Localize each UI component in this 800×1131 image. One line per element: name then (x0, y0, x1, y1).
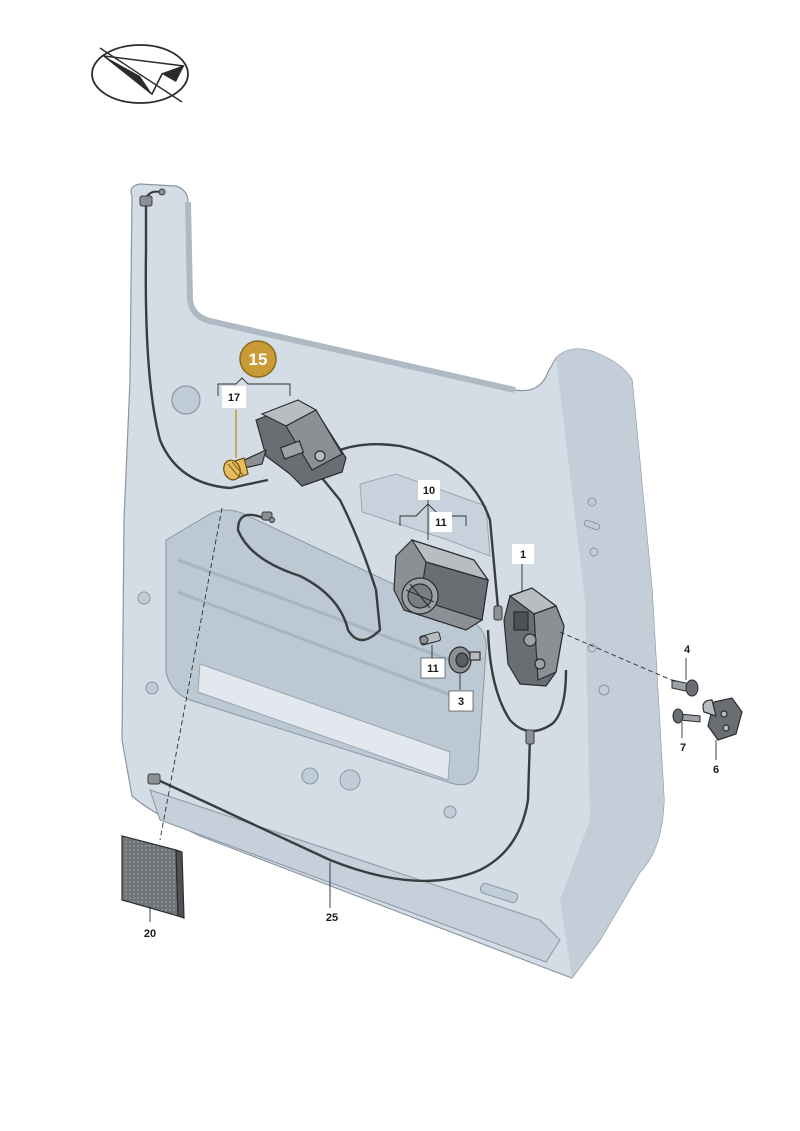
callout-6: 6 (705, 760, 727, 778)
callout-10-label: 10 (423, 485, 435, 497)
door-inner-panel (121, 183, 665, 979)
callout-25-label: 25 (326, 912, 338, 924)
cables (144, 190, 568, 883)
cable-end-fittings (139, 188, 535, 785)
callout-1: 1 (512, 544, 534, 564)
door-lock-1 (503, 587, 565, 687)
callout-1-label: 1 (520, 549, 526, 561)
callout-17-label: 17 (228, 392, 240, 404)
callout-7: 7 (672, 738, 694, 756)
callout-6-label: 6 (713, 764, 719, 776)
striker-plate-6 (702, 697, 743, 741)
callout-4: 4 (676, 640, 698, 658)
callout-17: 17 (222, 386, 246, 408)
callout-3: 3 (448, 690, 474, 712)
highlight-callout-label: 15 (249, 350, 268, 369)
leader-lines (149, 377, 717, 922)
motor-unit (393, 538, 490, 631)
callout-4-label: 4 (684, 644, 691, 656)
callout-11-lower-label: 11 (427, 663, 439, 675)
callout-11-upper-label: 11 (435, 517, 447, 529)
highlighted-screw-17 (223, 457, 249, 481)
screw-7 (672, 708, 701, 724)
highlight-callout-15: 15 (239, 340, 277, 378)
callout-25: 25 (318, 908, 346, 926)
plane-direction-icon (91, 44, 189, 104)
bolt-4 (671, 679, 699, 697)
grommet-3 (448, 646, 481, 674)
callout-7-label: 7 (680, 742, 686, 754)
callout-10: 10 (418, 480, 440, 500)
release-actuator-module (234, 399, 347, 487)
callout-11-upper: 11 (430, 512, 452, 532)
callout-20-label: 20 (144, 928, 156, 940)
small-pin-11 (419, 631, 442, 646)
mesh-pad-20 (121, 835, 185, 919)
callout-11-lower: 11 (420, 657, 446, 679)
callout-3-label: 3 (458, 696, 464, 708)
callout-20: 20 (136, 924, 164, 942)
